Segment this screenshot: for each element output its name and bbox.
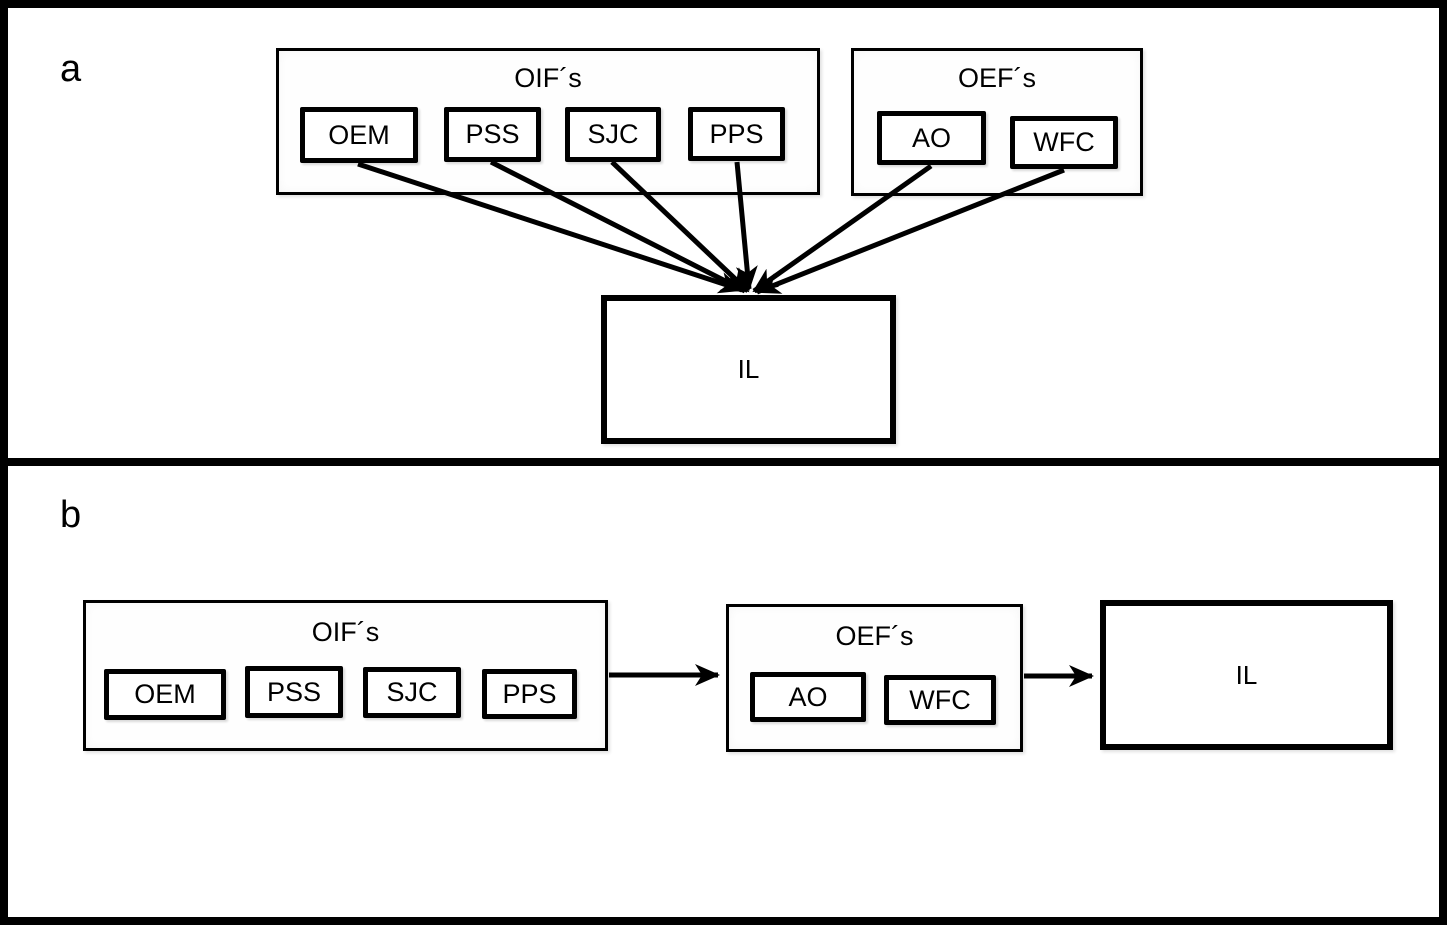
panel-a-node-pss: PSS: [444, 107, 541, 162]
panel-b-node-pss: PSS: [245, 666, 343, 718]
panel-a-node-pps: PPS: [688, 107, 785, 161]
panel-a-node-sjc: SJC: [565, 107, 661, 162]
panel-b-oifs-title: OIF´s: [311, 617, 380, 647]
panel-a-node-oem: OEM: [300, 107, 418, 163]
panel-b-node-oem: OEM: [104, 669, 226, 720]
panel-b-node-sjc: SJC: [363, 667, 461, 718]
panel-a-oifs-title: OIF´s: [514, 63, 582, 93]
panel-b-il-box: IL: [1100, 600, 1393, 750]
panel-b-node-pps: PPS: [482, 669, 577, 719]
panel-b-node-wfc: WFC: [884, 675, 996, 725]
panel-a-node-ao: AO: [877, 111, 986, 165]
panel-b-node-ao: AO: [750, 672, 866, 722]
panel-b-label: b: [60, 494, 82, 536]
panel-a-oefs-title: OEF´s: [958, 63, 1036, 93]
panel-b-oefs-title: OEF´s: [835, 621, 914, 651]
panel-a-label: a: [60, 48, 82, 90]
panel-divider: [8, 458, 1439, 466]
panel-a-node-wfc: WFC: [1010, 116, 1118, 169]
panel-a-il-box: IL: [601, 295, 896, 444]
